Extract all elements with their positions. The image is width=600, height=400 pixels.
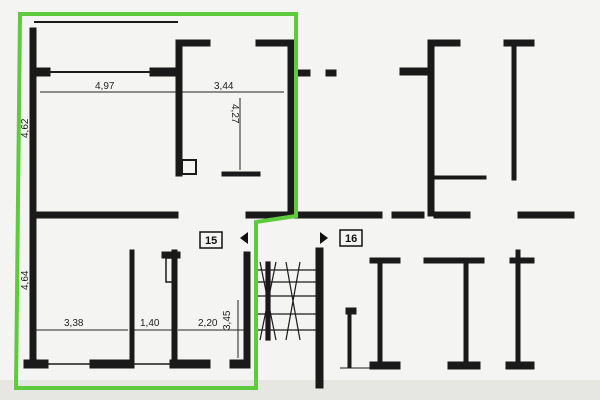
dimension-texts: 4,97 3,44 4,27 4,62 4,64 3,38 1,40 2,20 …: [20, 81, 240, 330]
unit-16-text: 16: [345, 233, 357, 245]
dim-top-right-depth: 4,27: [229, 104, 240, 124]
dim-bottom-width-2: 1,40: [140, 318, 160, 329]
stair-hatching: [258, 261, 318, 341]
arrow-right-icon: [320, 232, 328, 244]
unit-label-15: 15: [199, 231, 248, 249]
dim-top-right-width: 3,44: [214, 81, 234, 92]
dim-bottom-width-1: 3,38: [64, 318, 84, 329]
dimension-lines: [35, 78, 284, 358]
paper-bottom-shadow: [0, 380, 600, 400]
dim-left-height-bottom: 4,64: [20, 270, 31, 290]
unit-label-16: 16: [320, 229, 363, 247]
neighbour-walls: [297, 39, 535, 389]
unit-15-text: 15: [205, 235, 217, 247]
dim-bottom-width-3: 2,20: [198, 318, 218, 329]
unit-15-highlight: [13, 12, 298, 390]
unit-15-walls: [23, 21, 575, 369]
dim-top-left-width: 4,97: [95, 81, 115, 92]
arrow-left-icon: [240, 232, 248, 244]
dim-bottom-right-height: 3,45: [222, 310, 233, 330]
dim-left-height-top: 4,62: [20, 118, 31, 138]
